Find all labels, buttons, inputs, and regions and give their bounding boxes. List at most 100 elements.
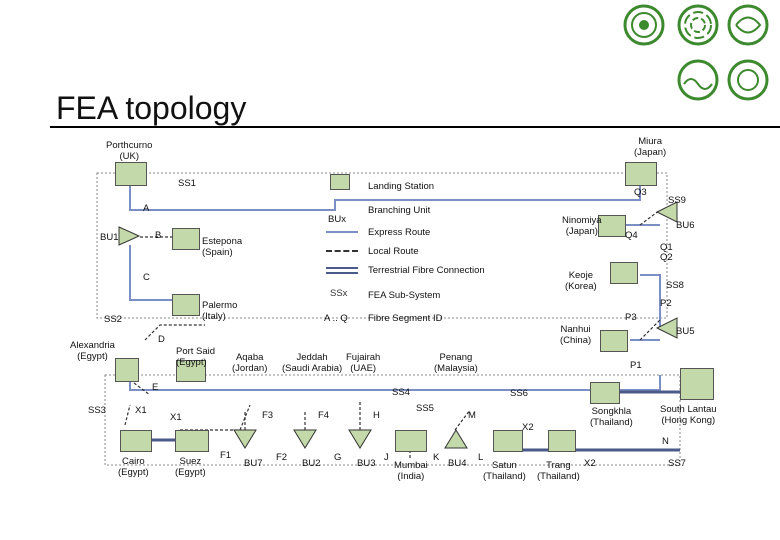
station-keoje [610, 262, 638, 284]
seg-m: M [468, 410, 476, 421]
bu3-symbol [348, 429, 372, 449]
label-ninomiya: Ninomiya (Japan) [562, 215, 602, 237]
label-bu7: BU7 [244, 458, 263, 469]
label-porthcurno: Porthcurno (UK) [106, 140, 153, 162]
bu5-symbol [655, 317, 678, 339]
label-ss3: SS3 [88, 405, 106, 416]
station-ninomiya [598, 215, 626, 237]
logo-circle-icon [727, 59, 769, 101]
label-bu5: BU5 [676, 326, 695, 337]
seg-h: H [373, 410, 380, 421]
seg-a: A [143, 203, 150, 214]
station-cairo [120, 430, 152, 452]
seg-l: L [478, 452, 484, 463]
label-bu2: BU2 [302, 458, 321, 469]
seg-q4: Q4 [625, 230, 638, 241]
title-divider [50, 126, 780, 128]
seg-d: D [158, 334, 165, 345]
label-keoje: Keoje (Korea) [565, 270, 597, 292]
seg-q1: Q1 [660, 242, 673, 253]
station-nanhui [600, 330, 628, 352]
label-ss8: SS8 [666, 280, 684, 291]
seg-f1: F1 [220, 450, 232, 461]
label-fujairah: Fujairah (UAE) [346, 352, 381, 374]
seg-p3: P3 [625, 312, 637, 323]
label-ss1: SS1 [178, 178, 196, 189]
seg-j: J [384, 452, 389, 463]
bu1-symbol [118, 226, 141, 246]
bu4-symbol [444, 429, 468, 449]
seg-x2-right: X2 [584, 458, 596, 469]
label-ss4: SS4 [392, 387, 410, 398]
bu6-symbol [655, 201, 678, 223]
label-nanhui: Nanhui (China) [560, 324, 592, 346]
seg-e: E [152, 382, 159, 393]
local-route-e [129, 379, 151, 396]
label-alexandria: Alexandria (Egypt) [70, 340, 115, 362]
label-miura: Miura (Japan) [634, 136, 667, 158]
station-porthcurno [115, 162, 147, 186]
legend-segment-symbol: A .. Q [324, 313, 348, 324]
local-route-bu4 [454, 409, 471, 431]
seg-f2: F2 [276, 452, 288, 463]
seg-q2: Q2 [660, 252, 673, 263]
label-palermo: Palermo (Italy) [202, 300, 238, 322]
station-estepona [172, 228, 200, 250]
legend-terrestrial-symbol [326, 267, 358, 274]
seg-p1: P1 [630, 360, 642, 371]
legend-bu-symbol: BUx [328, 214, 346, 225]
ss3-frame [104, 374, 681, 466]
local-route-f [180, 404, 251, 431]
seg-b: B [155, 230, 162, 241]
label-bu6: BU6 [676, 220, 695, 231]
label-ss5: SS5 [416, 403, 434, 414]
local-route-q [639, 209, 661, 226]
bu2-symbol [293, 429, 317, 449]
express-route-m [129, 375, 661, 391]
label-songkhla: Songkhla (Thailand) [590, 406, 633, 428]
station-port-said [176, 360, 206, 382]
label-south-lantau: South Lantau (Hong Kong) [660, 404, 717, 426]
label-jeddah: Jeddah (Saudi Arabia) [282, 352, 343, 374]
legend-local-route-symbol [326, 250, 358, 252]
express-route-keoje [640, 274, 661, 330]
station-south-lantau [680, 368, 714, 400]
seg-x2-left: X2 [522, 422, 534, 433]
seg-f3: F3 [262, 410, 274, 421]
legend-segment: Fibre Segment ID [368, 313, 443, 324]
station-palermo [172, 294, 200, 316]
legend-branching-unit: Branching Unit [368, 205, 431, 216]
station-suez [175, 430, 209, 452]
express-route-a [129, 185, 641, 211]
label-cairo: Cairo (Egypt) [118, 456, 149, 478]
legend-terrestrial: Terrestrial Fibre Connection [368, 265, 485, 276]
legend-subsystem-symbol: SSx [330, 288, 348, 299]
legend-express-route-symbol [326, 231, 358, 233]
legend-landing-station: Landing Station [368, 181, 435, 192]
label-aqaba: Aqaba (Jordan) [232, 352, 268, 374]
station-miura [625, 162, 657, 186]
label-trang: Trang (Thailand) [537, 460, 580, 482]
label-mumbai: Mumbai (India) [394, 460, 428, 482]
station-songkhla [590, 382, 620, 404]
seg-x1-right: X1 [170, 412, 182, 423]
seg-c: C [143, 272, 150, 283]
label-ss6: SS6 [510, 388, 528, 399]
seg-f4: F4 [318, 410, 330, 421]
label-suez: Suez (Egypt) [175, 456, 206, 478]
ss1-frame [96, 172, 668, 319]
label-ss9: SS9 [668, 195, 686, 206]
label-penang: Penang (Malaysia) [434, 352, 478, 374]
logo-seal-icon [623, 4, 665, 46]
seg-p2: P2 [660, 298, 672, 309]
seg-q3: Q3 [634, 187, 647, 198]
label-satun: Satun (Thailand) [483, 460, 526, 482]
page-title: FEA topology [56, 90, 247, 126]
legend-subsystem: FEA Sub-System [368, 290, 441, 301]
seg-n: N [662, 436, 669, 447]
label-ss2: SS2 [104, 314, 122, 325]
label-ss7: SS7 [668, 458, 686, 469]
label-bu4: BU4 [448, 458, 467, 469]
local-route-d [144, 324, 205, 341]
